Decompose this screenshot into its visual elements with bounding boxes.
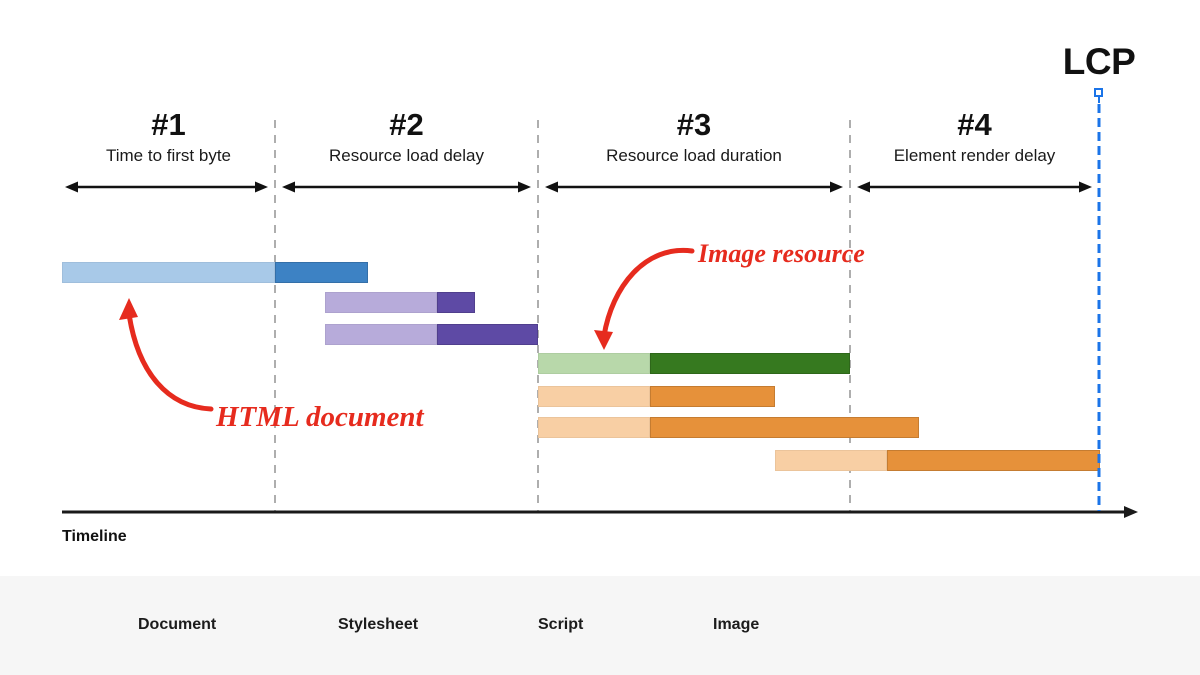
- legend-item-document: Document: [62, 617, 216, 633]
- legend-swatch-image: [637, 618, 700, 633]
- lcp-marker-icon: [1094, 88, 1103, 97]
- image-resource-arrow: [601, 247, 695, 339]
- script-bar-light-segment: [775, 450, 887, 471]
- phase-1-label: Time to first byte: [105, 146, 231, 165]
- image-bar-dark-segment: [650, 353, 850, 374]
- stylesheet-bar-dark-segment: [437, 324, 538, 345]
- legend-swatch-script: [462, 618, 525, 633]
- legend-label-document: Document: [138, 616, 217, 633]
- phase-4-number: #4: [957, 107, 992, 142]
- phase-2-arrow-right-arrowhead: [518, 181, 531, 193]
- phase-4-arrow-left-arrowhead: [857, 181, 870, 193]
- stylesheet-bar: [325, 292, 475, 313]
- html-document-arrowhead: [119, 298, 138, 320]
- script-bar: [538, 417, 919, 438]
- legend-label-image: Image: [713, 616, 760, 633]
- lcp-marker-stem: [1098, 97, 1100, 103]
- phase-3-label: Resource load duration: [606, 146, 782, 165]
- legend-band: [0, 576, 1200, 675]
- image-resource-annotation: Image resource: [698, 239, 865, 268]
- document-bar-dark-segment: [275, 262, 368, 283]
- legend-swatch-document: [62, 618, 125, 633]
- stylesheet-bar-light-segment: [325, 324, 437, 345]
- script-bar-dark-segment: [650, 386, 775, 407]
- script-bar-dark-segment: [650, 417, 919, 438]
- legend-item-script: Script: [462, 617, 583, 633]
- phase-1-arrow-right-arrowhead: [255, 181, 268, 193]
- phase-1-arrow-left-arrowhead: [65, 181, 78, 193]
- image-bar: [538, 353, 850, 374]
- phase-2-number: #2: [389, 107, 424, 142]
- phase-4-arrow-right-arrowhead: [1079, 181, 1092, 193]
- script-bar: [538, 386, 775, 407]
- document-bar: [62, 262, 368, 283]
- stylesheet-bar-light-segment: [325, 292, 437, 313]
- script-bar-light-segment: [538, 386, 650, 407]
- legend-label-script: Script: [538, 616, 584, 633]
- legend-swatch-stylesheet: [262, 618, 325, 633]
- phase-3-number: #3: [676, 107, 712, 142]
- phase-3-arrow-left-arrowhead: [545, 181, 558, 193]
- script-bar: [775, 450, 1100, 471]
- phase-1-number: #1: [151, 107, 186, 142]
- phase-4-label: Element render delay: [893, 146, 1056, 165]
- legend-item-stylesheet: Stylesheet: [262, 617, 418, 633]
- image-resource-arrowhead: [594, 330, 613, 350]
- timeline-axis-arrowhead: [1124, 506, 1138, 518]
- phase-3-arrow-right-arrowhead: [830, 181, 843, 193]
- script-bar-light-segment: [538, 417, 650, 438]
- legend-label-stylesheet: Stylesheet: [338, 616, 419, 633]
- image-bar-light-segment: [538, 353, 650, 374]
- html-document-arrow: [126, 311, 214, 412]
- script-bar-dark-segment: [887, 450, 1100, 471]
- stylesheet-bar: [325, 324, 538, 345]
- stylesheet-bar-dark-segment: [437, 292, 475, 313]
- lcp-title: LCP: [1062, 41, 1136, 82]
- timeline-label: Timeline: [62, 528, 127, 545]
- legend-item-image: Image: [637, 617, 759, 633]
- phase-2-label: Resource load delay: [329, 146, 484, 165]
- html-document-annotation: HTML document: [216, 401, 424, 433]
- phase-2-arrow-left-arrowhead: [282, 181, 295, 193]
- document-bar-light-segment: [62, 262, 275, 283]
